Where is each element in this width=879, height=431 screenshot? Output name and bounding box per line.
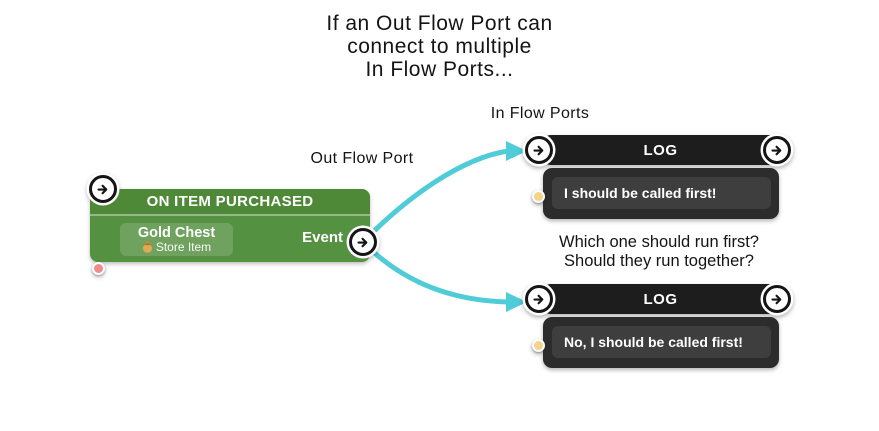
arrow-right-icon — [356, 237, 367, 247]
item-parameter-name: Gold Chest — [137, 224, 216, 241]
in-flow-ports-label: In Flow Ports — [490, 105, 590, 122]
question-line: Which one should run first? — [559, 233, 759, 251]
message-data-port[interactable] — [532, 339, 545, 352]
item-data-port[interactable] — [92, 262, 105, 275]
tutorial-title-line: In Flow Ports... — [365, 58, 514, 81]
event-node-header[interactable]: ON ITEM PURCHASED — [90, 189, 370, 216]
flow-out-port[interactable] — [763, 136, 791, 164]
flow-out-port[interactable] — [763, 285, 791, 313]
log-node-header[interactable]: LOG — [542, 135, 779, 165]
money-bag-icon — [142, 241, 152, 253]
log-node-header[interactable]: LOG — [542, 284, 779, 314]
event-node-body: Gold Chest Store Item Event — [90, 216, 370, 275]
connection-arrowhead-bottom — [506, 292, 527, 312]
arrow-right-icon — [532, 145, 543, 155]
log-node-2[interactable]: LOG No, I should be called first! — [525, 284, 791, 368]
message-data-port[interactable] — [532, 190, 545, 203]
event-output-label: Event — [302, 229, 343, 246]
event-flow-out-port[interactable] — [349, 228, 377, 256]
connection-arrowhead-top — [506, 141, 527, 161]
question-annotation: Which one should run first? Should they … — [489, 233, 829, 270]
arrow-right-icon — [770, 294, 781, 304]
item-parameter-type: Store Item — [142, 241, 211, 254]
flow-in-port[interactable] — [89, 175, 117, 203]
log-message-field[interactable]: No, I should be called first! — [552, 326, 771, 358]
log-message-field[interactable]: I should be called first! — [552, 177, 771, 209]
arrow-right-icon — [532, 294, 543, 304]
connection-wire-bottom[interactable] — [360, 239, 511, 305]
log-node-1[interactable]: LOG I should be called first! — [525, 135, 791, 219]
arrow-right-icon — [770, 145, 781, 155]
tutorial-title-line: connect to multiple — [347, 35, 532, 58]
question-line: Should they run together? — [564, 251, 754, 270]
item-parameter-chip[interactable]: Gold Chest Store Item — [120, 223, 233, 256]
event-node-on-item-purchased[interactable]: ON ITEM PURCHASED Gold Chest Store Item … — [89, 175, 377, 275]
out-flow-port-label: Out Flow Port — [310, 150, 414, 167]
connection-wire-top[interactable] — [360, 148, 511, 245]
tutorial-title-line: If an Out Flow Port can — [326, 12, 553, 35]
tutorial-title: If an Out Flow Port can connect to multi… — [0, 12, 879, 81]
flow-in-port[interactable] — [525, 285, 553, 313]
flow-in-port[interactable] — [525, 136, 553, 164]
arrow-right-icon — [96, 184, 107, 194]
